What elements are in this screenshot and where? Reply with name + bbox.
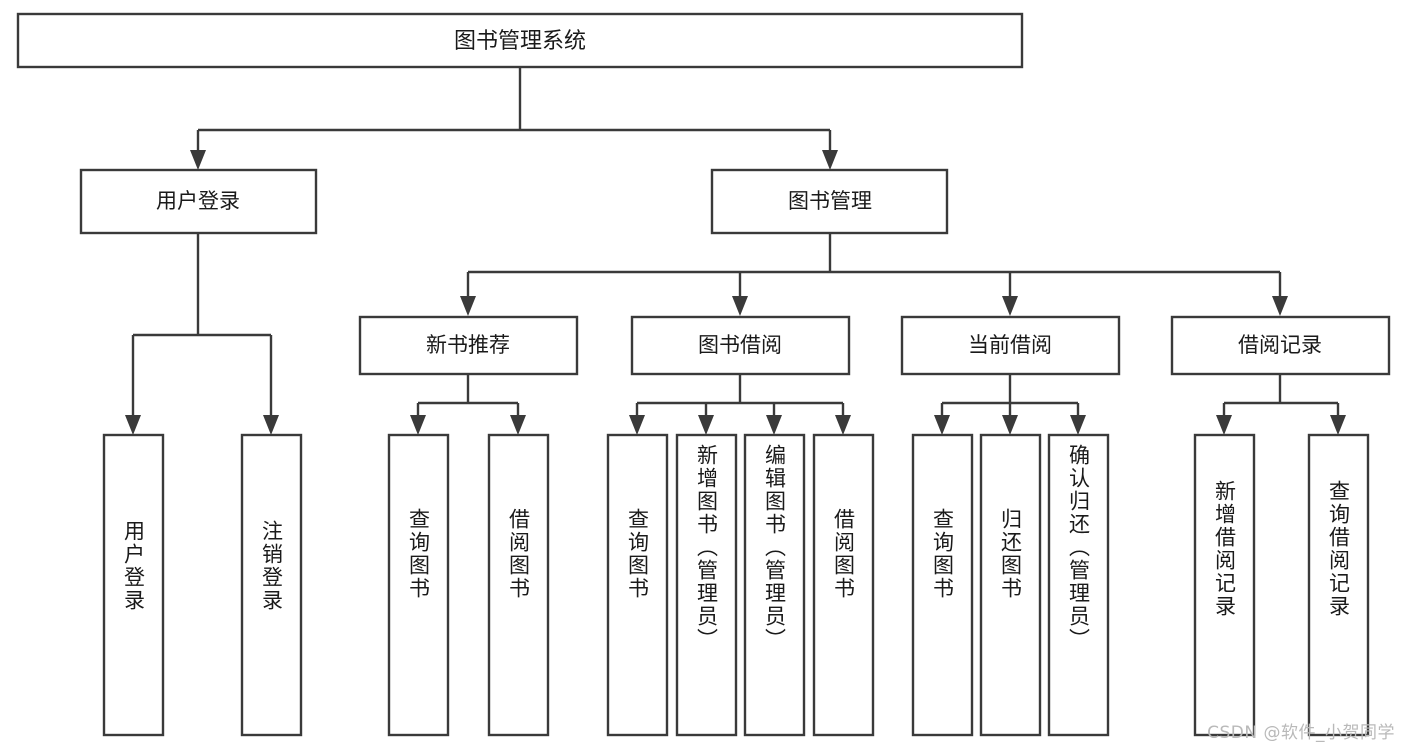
arrow-head-cb-leaf-2 xyxy=(1002,415,1018,435)
leaf-box-nb-query-book[interactable] xyxy=(387,433,450,737)
leaf-box-cb-return-book[interactable] xyxy=(979,433,1042,737)
arrow-head-nb-leaf-2 xyxy=(510,415,526,435)
arrow-head-bb-leaf-2 xyxy=(698,415,714,435)
connectors-new-book-to-leaves xyxy=(410,375,526,435)
connectors-root-to-level2 xyxy=(190,67,838,170)
arrow-head-book-borrow xyxy=(732,296,748,316)
arrow-head-leaf-logout xyxy=(263,415,279,435)
arrow-head-br-leaf-2 xyxy=(1330,415,1346,435)
node-current-borrow-box[interactable] xyxy=(900,315,1121,376)
node-root-label: 图书管理系统 xyxy=(454,29,586,54)
leaf-box-br-query-record[interactable] xyxy=(1307,433,1370,737)
node-book-manage[interactable]: 图书管理 xyxy=(710,168,949,235)
node-book-borrow[interactable]: 图书借阅 xyxy=(630,315,851,376)
node-book-manage-box[interactable] xyxy=(710,168,949,235)
node-new-book-recommend-label: 新书推荐 xyxy=(426,333,510,357)
node-root-box[interactable] xyxy=(16,12,1024,69)
connectors-user-login-to-leaves xyxy=(125,233,279,435)
node-borrow-record-box[interactable] xyxy=(1170,315,1391,376)
node-new-book-recommend[interactable]: 新书推荐 xyxy=(358,315,579,376)
leaf-box-logout[interactable] xyxy=(240,433,303,737)
node-user-login[interactable]: 用户登录 xyxy=(79,168,318,235)
connectors-current-borrow-to-leaves xyxy=(934,375,1086,435)
node-current-borrow[interactable]: 当前借阅 xyxy=(900,315,1121,376)
leaf-box-user-login[interactable] xyxy=(102,433,165,737)
leaf-box-br-add-record[interactable] xyxy=(1193,433,1256,737)
arrow-head-new-book xyxy=(460,296,476,316)
leaf-box-cb-confirm-return[interactable] xyxy=(1047,433,1110,737)
csdn-watermark: CSDN @软件_小贺同学 xyxy=(1207,723,1395,743)
leaf-box-bb-add-book[interactable] xyxy=(675,433,738,737)
arrow-head-book-manage xyxy=(822,150,838,170)
arrow-head-borrow-record xyxy=(1272,296,1288,316)
node-root[interactable]: 图书管理系统 xyxy=(16,12,1024,69)
arrow-head-bb-leaf-4 xyxy=(835,415,851,435)
arrow-head-bb-leaf-1 xyxy=(629,415,645,435)
leaf-box-nb-borrow-book[interactable] xyxy=(487,433,550,737)
arrow-head-current-borrow xyxy=(1002,296,1018,316)
node-new-book-recommend-box[interactable] xyxy=(358,315,579,376)
node-borrow-record-label: 借阅记录 xyxy=(1238,333,1322,357)
leaf-box-bb-edit-book[interactable] xyxy=(743,433,806,737)
arrow-head-user-login xyxy=(190,150,206,170)
connectors-borrow-record-to-leaves xyxy=(1216,375,1346,435)
arrow-head-nb-leaf-1 xyxy=(410,415,426,435)
leaf-box-bb-borrow-book[interactable] xyxy=(812,433,875,737)
arrow-head-bb-leaf-3 xyxy=(766,415,782,435)
arrow-head-cb-leaf-1 xyxy=(934,415,950,435)
arrow-head-br-leaf-1 xyxy=(1216,415,1232,435)
leaf-box-bb-query-book[interactable] xyxy=(606,433,669,737)
arrow-head-cb-leaf-3 xyxy=(1070,415,1086,435)
node-book-manage-label: 图书管理 xyxy=(788,189,872,213)
connectors-book-manage-to-level3 xyxy=(460,233,1288,316)
arrow-head-leaf-user-login xyxy=(125,415,141,435)
node-book-borrow-box[interactable] xyxy=(630,315,851,376)
leaf-boxes xyxy=(102,433,1370,737)
leaf-box-cb-query-book[interactable] xyxy=(911,433,974,737)
node-user-login-box[interactable] xyxy=(79,168,318,235)
connectors-book-borrow-to-leaves xyxy=(629,375,851,435)
node-borrow-record[interactable]: 借阅记录 xyxy=(1170,315,1391,376)
node-book-borrow-label: 图书借阅 xyxy=(698,333,782,357)
node-current-borrow-label: 当前借阅 xyxy=(968,333,1052,357)
node-user-login-label: 用户登录 xyxy=(156,189,240,213)
